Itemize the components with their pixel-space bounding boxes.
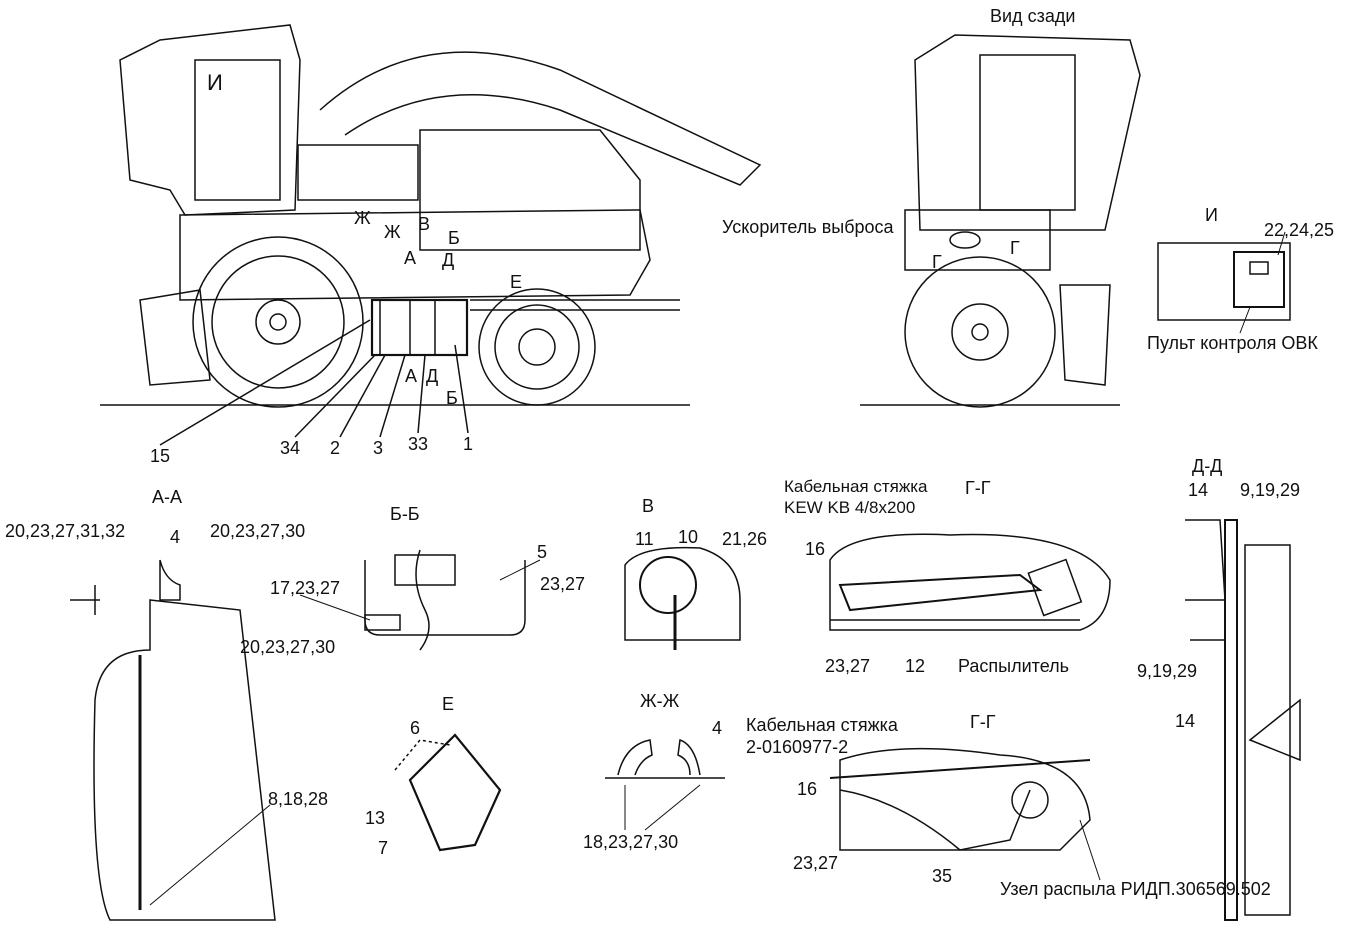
part-number: 9,19,29 [1240,480,1301,500]
section-zh-zh-title: Ж-Ж [640,691,680,711]
control-panel-label: Пульт контроля ОВК [1147,333,1318,353]
part-number: 14 [1188,480,1209,500]
part-number: 9,19,29 [1137,661,1198,681]
cable-tie-model: 2-0160977-2 [746,737,849,757]
part-number: 35 [932,866,953,886]
section-mark: Д [442,250,455,270]
part-number: 20,23,27,30 [210,521,306,541]
section-mark: Ж [384,222,401,242]
section-mark: Ж [354,208,371,228]
accelerator-label: Ускоритель выброса [722,217,894,237]
part-number: 34 [280,438,301,458]
part-number: 18,23,27,30 [583,832,679,852]
section-a-a-title: А-А [152,487,183,507]
view-v-drawing [624,546,741,650]
part-number: 13 [365,808,386,828]
control-panel-drawing [1157,231,1291,334]
cable-tie-model: KEW KB 4/8x200 [784,498,916,517]
section-g-g-title: Г-Г [965,478,991,498]
sprayer-label: Распылитель [958,656,1069,676]
section-mark: А [404,248,417,268]
part-number: 8,18,28 [268,789,329,809]
part-number: 14 [1175,711,1196,731]
spray-assembly-label: Узел распыла РИДП.306569.502 [1000,879,1271,899]
part-number: 11 [635,529,654,549]
part-number: 20,23,27,31,32 [5,521,126,541]
section-b-b-drawing [299,549,541,651]
section-mark: Е [510,272,523,292]
part-number: 33 [408,434,429,454]
part-number: 4 [170,527,181,547]
section-g-g-1-drawing [829,533,1111,631]
part-number: 4 [712,718,723,738]
part-number: 23,27 [793,853,839,873]
harvester-rear-view [860,34,1141,408]
harvester-side-view [100,24,762,446]
section-zh-zh-drawing [605,739,725,831]
cable-tie-label: Кабельная стяжка [746,715,898,735]
section-d-d-drawing [1185,519,1301,921]
section-b-b-title: Б-Б [390,504,420,524]
section-d-d-title: Д-Д [1192,456,1223,476]
part-number: 1 [463,434,474,454]
part-number: 22,24,25 [1264,220,1335,240]
view-e-drawing [394,733,502,852]
cable-tie-label: Кабельная стяжка [784,477,928,496]
section-mark: Д [426,366,439,386]
part-number: 23,27 [540,574,586,594]
section-g-g-2-drawing [829,747,1101,881]
part-number: 20,23,27,30 [240,637,336,657]
cab-callout-label: И [207,70,223,95]
section-mark: А [405,366,418,386]
part-number: 12 [905,656,926,676]
part-number: 5 [537,542,548,562]
section-mark: Б [448,228,460,248]
view-v-title: В [642,496,655,516]
detail-i-title: И [1205,205,1218,225]
part-number: 15 [150,446,171,466]
part-number: 21,26 [722,529,768,549]
section-a-a-drawing [70,559,276,921]
section-mark: Г [1010,238,1020,258]
view-e-title: Е [442,694,455,714]
section-mark: Г [932,252,942,272]
part-number: 10 [678,527,699,547]
section-mark: Б [446,388,458,408]
part-number: 23,27 [825,656,871,676]
part-number: 3 [373,438,384,458]
part-number: 7 [378,838,389,858]
part-number: 16 [797,779,818,799]
rear-view-title: Вид сзади [990,6,1076,26]
part-number: 17,23,27 [270,578,341,598]
section-mark: В [418,214,431,234]
part-number: 16 [805,539,826,559]
section-g-g-title: Г-Г [970,712,996,732]
part-number: 2 [330,438,341,458]
part-number: 6 [410,718,421,738]
